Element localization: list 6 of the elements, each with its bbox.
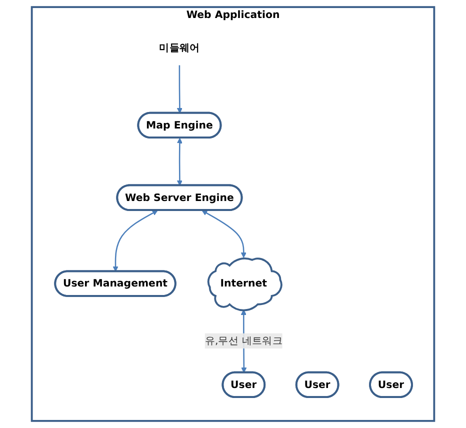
- arrow: [176, 138, 182, 186]
- arrow: [112, 210, 158, 272]
- arrow: [176, 65, 182, 114]
- edge-label: 유,무선 네트워크: [204, 334, 282, 347]
- node-text: 미들웨어: [159, 42, 200, 54]
- arrow: [202, 210, 246, 258]
